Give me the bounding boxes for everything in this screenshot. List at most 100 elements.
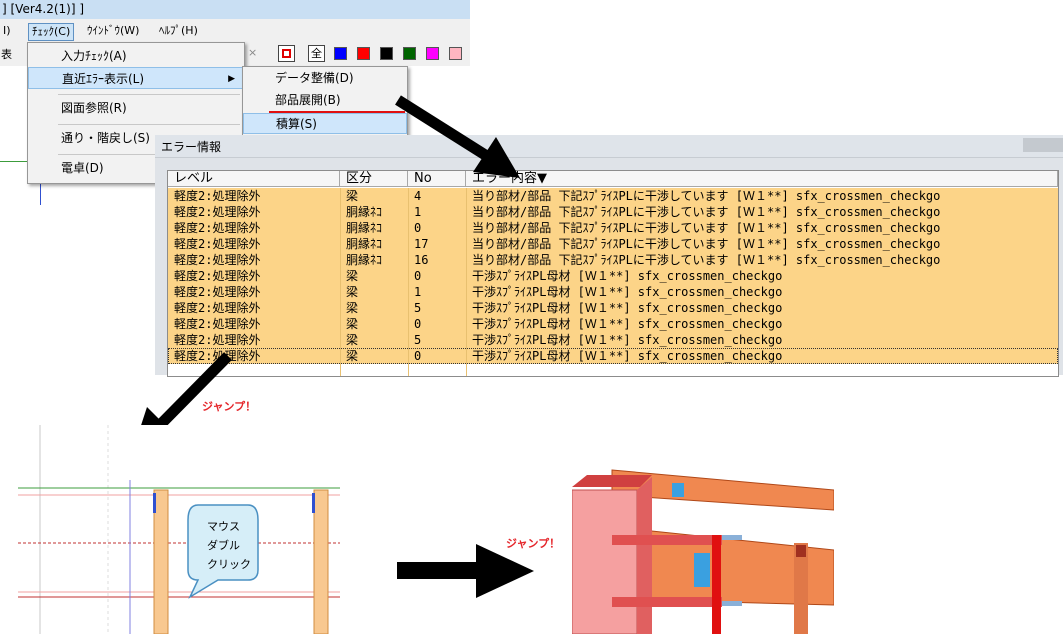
cell-category: 梁 xyxy=(346,333,359,347)
close-x-icon[interactable]: × xyxy=(248,46,258,59)
cell-error-content: 干渉ｽﾌﾟﾗｲｽPL母材 [Ｗ１**] sfx_crossmen_checkgo xyxy=(472,301,783,315)
cell-level: 軽度2:処理除外 xyxy=(174,189,261,203)
window-title: ] [Ver4.2(1)] ] xyxy=(0,0,470,19)
menu-recent-errors-label: 直近ｴﾗｰ表示(L) xyxy=(62,72,145,86)
3d-model-view[interactable] xyxy=(572,465,834,634)
cell-category: 胴縁ﾈｺ xyxy=(346,221,383,235)
cell-category: 胴縁ﾈｺ xyxy=(346,205,383,219)
menu-window[interactable]: ｳｲﾝﾄﾞｳ(W) xyxy=(87,24,140,37)
cell-level: 軽度2:処理除外 xyxy=(174,221,261,235)
menu-separator xyxy=(58,94,240,95)
column-header-category[interactable]: 区分 xyxy=(340,171,408,187)
table-row[interactable]: 軽度2:処理除外 梁 4 当り部材/部品 下記ｽﾌﾟﾗｲｽPLに干渉しています [Ｗ１… xyxy=(168,188,1058,204)
cell-no: 1 xyxy=(414,285,422,299)
cell-no: 17 xyxy=(414,237,429,251)
cell-error-content: 当り部材/部品 下記ｽﾌﾟﾗｲｽPLに干渉しています [Ｗ１**] sfx_cr… xyxy=(472,205,941,219)
column-header-error-content[interactable]: エラー内容▼ xyxy=(466,171,1058,187)
plan-drawing xyxy=(18,425,340,635)
color-swatch-magenta[interactable] xyxy=(426,47,439,60)
cell-level: 軽度2:処理除外 xyxy=(174,349,261,363)
frame-color-button[interactable] xyxy=(278,45,295,62)
table-row[interactable]: 軽度2:処理除外 梁 5 干渉ｽﾌﾟﾗｲｽPL母材 [Ｗ１**] sfx_crossm… xyxy=(168,332,1058,348)
cell-level: 軽度2:処理除外 xyxy=(174,269,261,283)
cell-error-content: 干渉ｽﾌﾟﾗｲｽPL母材 [Ｗ１**] sfx_crossmen_checkgo xyxy=(472,317,783,331)
menu-calculator[interactable]: 電卓(D) xyxy=(61,161,104,175)
callout-text-line: クリック xyxy=(207,558,251,571)
column-divider xyxy=(466,188,467,376)
cell-no: 0 xyxy=(414,221,422,235)
cell-level: 軽度2:処理除外 xyxy=(174,301,261,315)
submenu-parts-expansion[interactable]: 部品展開(B) xyxy=(275,93,341,107)
column-header-no[interactable]: No xyxy=(408,171,466,187)
jump-label: ジャンプ！ xyxy=(202,400,257,413)
table-row[interactable]: 軽度2:処理除外 梁 5 干渉ｽﾌﾟﾗｲｽPL母材 [Ｗ１**] sfx_crossm… xyxy=(168,300,1058,316)
cell-category: 梁 xyxy=(346,301,359,315)
all-colors-button[interactable]: 全 xyxy=(308,45,325,62)
cell-level: 軽度2:処理除外 xyxy=(174,317,261,331)
cell-level: 軽度2:処理除外 xyxy=(174,253,261,267)
cell-error-content: 当り部材/部品 下記ｽﾌﾟﾗｲｽPLに干渉しています [Ｗ１**] sfx_cr… xyxy=(472,189,941,203)
cell-category: 梁 xyxy=(346,285,359,299)
arrow-right-icon xyxy=(397,544,534,598)
grid-line xyxy=(0,161,30,162)
cell-no: 0 xyxy=(414,317,422,331)
error-window-title: エラー情報 xyxy=(161,140,222,154)
color-swatch-black[interactable] xyxy=(380,47,393,60)
cell-no: 4 xyxy=(414,189,422,203)
color-swatch-red[interactable] xyxy=(357,47,370,60)
cell-no: 1 xyxy=(414,205,422,219)
menu-separator xyxy=(58,154,240,155)
arrow-down-right-icon xyxy=(395,95,520,178)
cell-category: 梁 xyxy=(346,349,359,363)
cell-level: 軽度2:処理除外 xyxy=(174,333,261,347)
3d-model-drawing xyxy=(572,469,834,634)
submenu-arrow-icon: ▶ xyxy=(228,74,235,84)
cell-error-content: 当り部材/部品 下記ｽﾌﾟﾗｲｽPLに干渉しています [Ｗ１**] sfx_cr… xyxy=(472,253,941,267)
cell-category: 梁 xyxy=(346,189,359,203)
cell-no: 0 xyxy=(414,269,422,283)
cell-category: 胴縁ﾈｺ xyxy=(346,253,383,267)
toolbar-fragment: 表 xyxy=(1,48,12,61)
callout-text-line: マウス xyxy=(207,520,240,533)
cell-category: 梁 xyxy=(346,317,359,331)
color-swatch-pink[interactable] xyxy=(449,47,462,60)
jump-label: ジャンプ！ xyxy=(506,537,561,550)
submenu-data-maintenance[interactable]: データ整備(D) xyxy=(275,71,354,85)
cell-error-content: 干渉ｽﾌﾟﾗｲｽPL母材 [Ｗ１**] sfx_crossmen_checkgo xyxy=(472,269,783,283)
menu-help[interactable]: ﾍﾙﾌﾟ(H) xyxy=(159,24,198,37)
menu-separator xyxy=(58,124,240,125)
window-control[interactable] xyxy=(1023,138,1063,152)
color-swatch-green[interactable] xyxy=(403,47,416,60)
frame-color-icon xyxy=(282,49,291,58)
cell-error-content: 干渉ｽﾌﾟﾗｲｽPL母材 [Ｗ１**] sfx_crossmen_checkgo xyxy=(472,285,783,299)
table-row[interactable]: 軽度2:処理除外 胴縁ﾈｺ 0 当り部材/部品 下記ｽﾌﾟﾗｲｽPLに干渉しています … xyxy=(168,220,1058,236)
submenu-estimation[interactable]: 積算(S) xyxy=(243,113,407,134)
menu-item-partial[interactable]: I) xyxy=(3,24,11,37)
menu-axis-floor-return[interactable]: 通り・階戻し(S) xyxy=(61,131,150,145)
menu-drawing-reference[interactable]: 図面参照(R) xyxy=(61,101,127,115)
table-row[interactable]: 軽度2:処理除外 胴縁ﾈｺ 16 当り部材/部品 下記ｽﾌﾟﾗｲｽPLに干渉しています… xyxy=(168,252,1058,268)
cell-error-content: 干渉ｽﾌﾟﾗｲｽPL母材 [Ｗ１**] sfx_crossmen_checkgo xyxy=(472,333,783,347)
plan-view[interactable]: マウス ダブル クリック xyxy=(18,425,340,635)
menu-input-check[interactable]: 入力ﾁｪｯｸ(A) xyxy=(61,49,127,63)
color-swatch-blue[interactable] xyxy=(334,47,347,60)
error-window-titlebar: エラー情報 xyxy=(155,135,1063,158)
cell-no: 16 xyxy=(414,253,429,267)
grid-line xyxy=(40,181,41,205)
table-row[interactable]: 軽度2:処理除外 梁 0 干渉ｽﾌﾟﾗｲｽPL母材 [Ｗ１**] sfx_crossm… xyxy=(168,268,1058,284)
menu-recent-errors[interactable]: 直近ｴﾗｰ表示(L) ▶ xyxy=(28,67,244,89)
cell-no: 5 xyxy=(414,333,422,347)
cell-error-content: 当り部材/部品 下記ｽﾌﾟﾗｲｽPLに干渉しています [Ｗ１**] sfx_cr… xyxy=(472,221,941,235)
cell-no: 5 xyxy=(414,301,422,315)
menu-check[interactable]: ﾁｪｯｸ(C) xyxy=(28,23,75,41)
cell-category: 梁 xyxy=(346,269,359,283)
table-row[interactable]: 軽度2:処理除外 梁 0 干渉ｽﾌﾟﾗｲｽPL母材 [Ｗ１**] sfx_crossm… xyxy=(168,316,1058,332)
menu-bar: I) ﾁｪｯｸ(C) ｳｲﾝﾄﾞｳ(W) ﾍﾙﾌﾟ(H) xyxy=(0,20,470,42)
column-header-level[interactable]: レベル xyxy=(168,171,340,187)
column-divider xyxy=(408,188,409,376)
